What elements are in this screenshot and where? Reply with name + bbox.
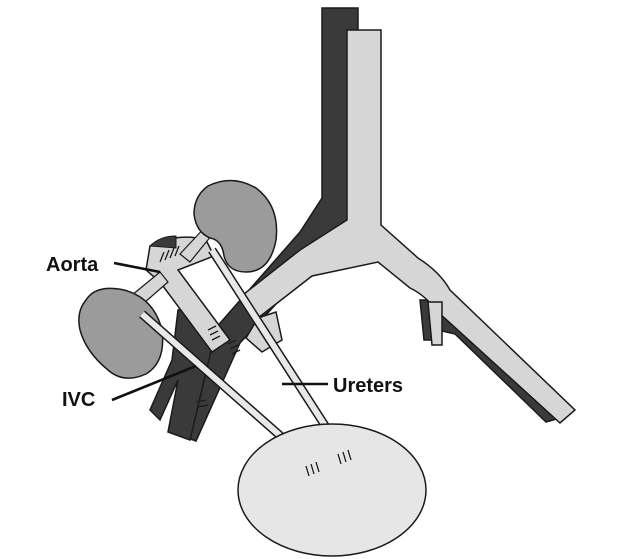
recipient-aorta [244,30,575,423]
donor-aorta-stump [150,236,176,248]
ureters-label: Ureters [333,375,403,397]
lower-kidney [79,288,163,378]
bladder [238,424,426,556]
ivc-label: IVC [62,389,95,411]
aorta-label: Aorta [46,254,99,276]
